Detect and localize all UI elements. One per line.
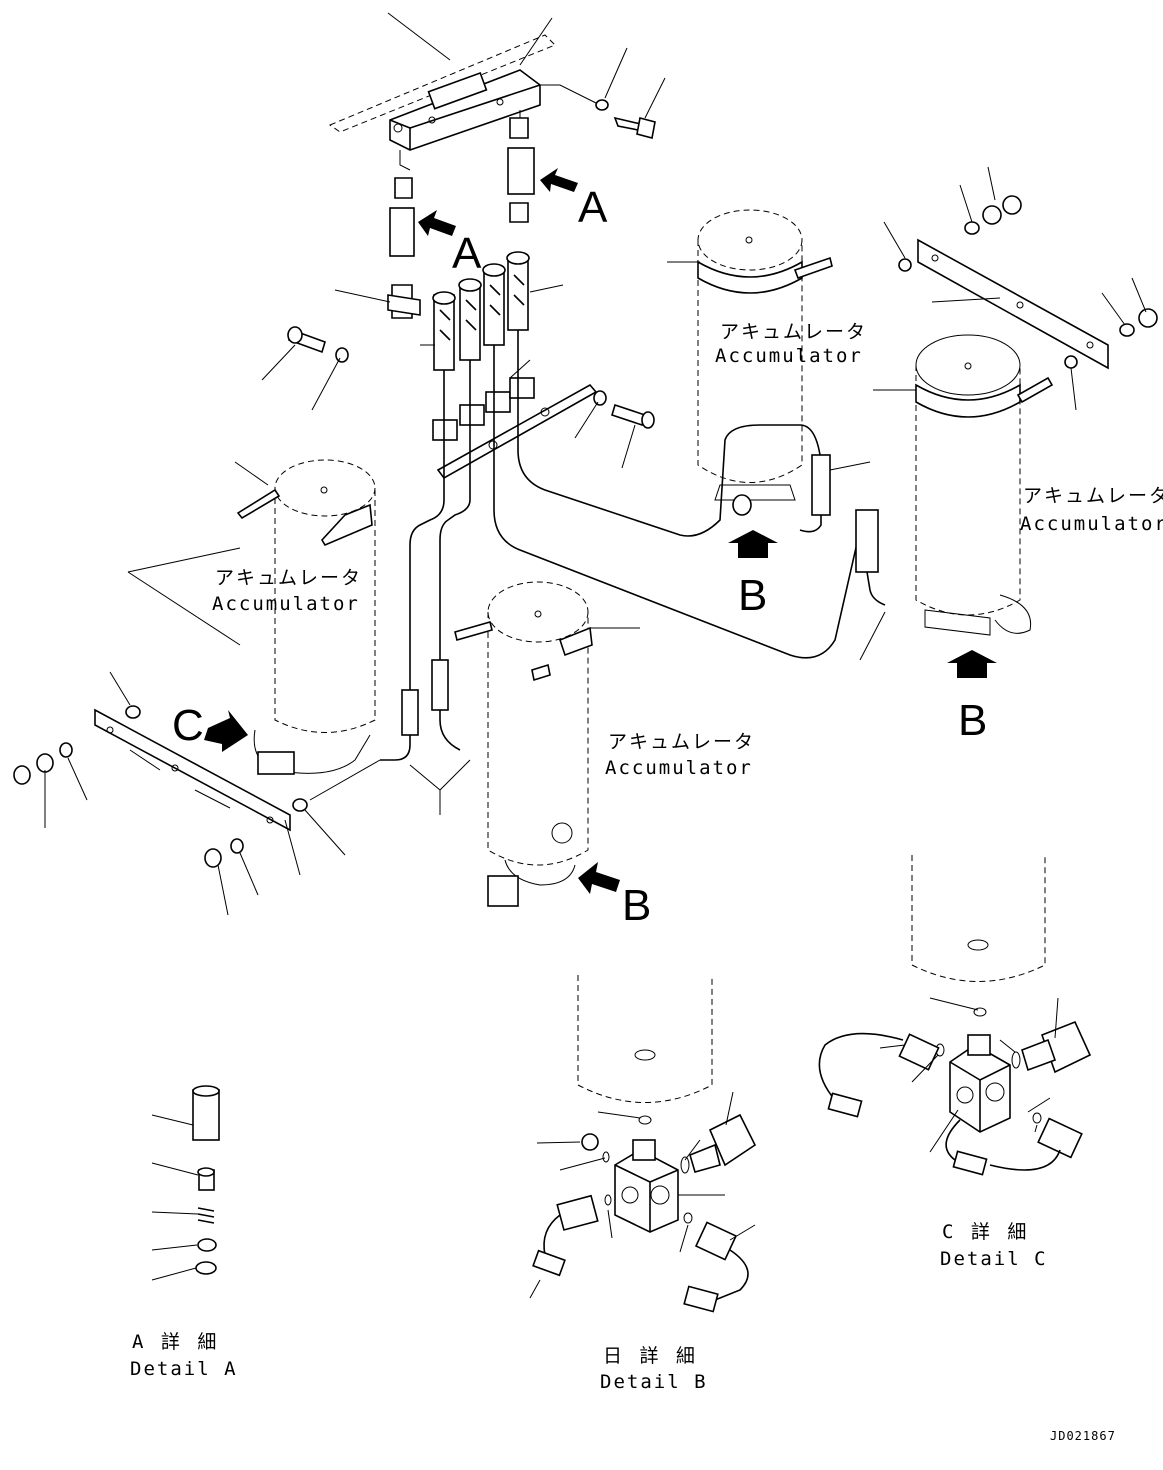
view-letter-b-3: B: [622, 881, 651, 930]
leader-lines: [44, 12, 1147, 916]
bolt-washer-top: [595, 99, 656, 139]
check-valve-left: [387, 177, 421, 319]
clamp-bar: [432, 377, 598, 480]
accumulator-label-en: Accumulator: [715, 345, 863, 367]
accumulator-label-en: Accumulator: [1020, 513, 1163, 535]
bracket-left: [13, 705, 308, 868]
detail-c-caption-jp: C 詳 細: [942, 1221, 1029, 1243]
detail-a-caption-en: Detail A: [130, 1358, 238, 1380]
arrow-c: [204, 710, 248, 752]
detail-b-caption-en: Detail B: [600, 1371, 708, 1393]
detail-a-parts: [151, 1085, 220, 1281]
accumulator-upper-right: [697, 209, 833, 516]
bracket-right: [898, 195, 1158, 370]
arrow-b-right: [947, 650, 997, 678]
view-letter-b-1: B: [738, 571, 767, 620]
bolt-right-clamp: [593, 390, 655, 429]
bolt-left-clamp: [287, 326, 349, 363]
accumulator-label-jp: アキュムレータ: [215, 567, 362, 589]
arrow-b-center: [578, 862, 620, 894]
accumulator-center: [454, 581, 593, 907]
view-letter-a-2: A: [452, 229, 482, 278]
accumulator-label-en: Accumulator: [605, 757, 753, 779]
view-letter-c: C: [172, 701, 204, 750]
accumulator-label-jp: アキュムレータ: [608, 731, 755, 753]
accumulator-right: [915, 334, 1054, 636]
detail-c-parts: [818, 855, 1092, 1176]
hose-bundle: [432, 251, 530, 371]
arrow-b-upper: [728, 530, 778, 558]
detail-b-caption-jp: 日 詳 細: [603, 1345, 698, 1367]
view-letter-a-1: A: [578, 183, 608, 232]
arrow-a-left: [418, 210, 456, 236]
hoses: [380, 330, 886, 761]
detail-b-parts: [529, 975, 757, 1313]
view-letter-b-2: B: [958, 696, 987, 745]
drawing-number: JD021867: [1050, 1429, 1116, 1443]
detail-a-caption-jp: A 詳 細: [132, 1331, 219, 1353]
check-valve-right: [507, 117, 535, 223]
detail-c-caption-en: Detail C: [940, 1248, 1048, 1270]
accumulator-label-jp: アキュムレータ: [720, 321, 867, 343]
arrow-a-right: [540, 168, 578, 192]
top-manifold: [328, 34, 601, 171]
accumulator-left: [236, 459, 376, 775]
accumulator-label-jp: アキュムレータ: [1023, 485, 1163, 507]
accumulator-label-en: Accumulator: [212, 593, 360, 615]
